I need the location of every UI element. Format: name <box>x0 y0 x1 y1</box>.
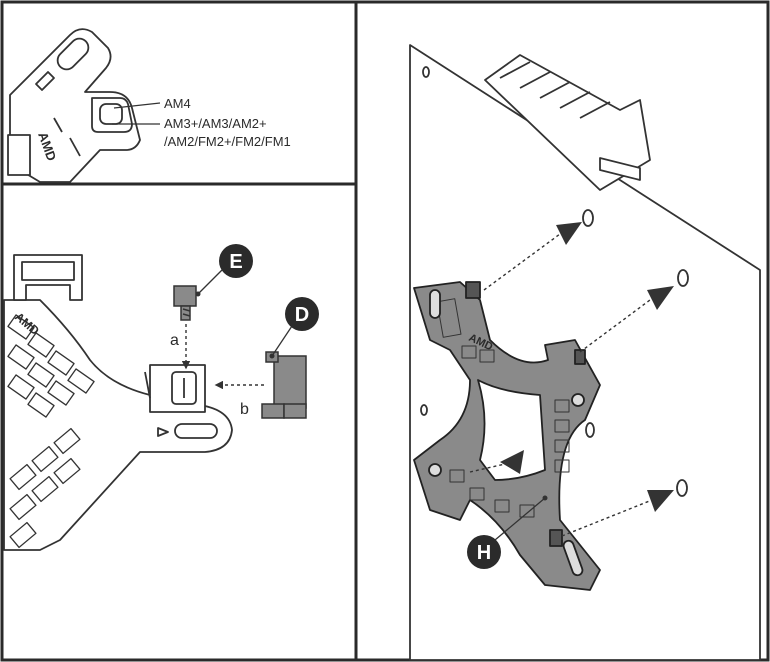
screw-e <box>173 285 197 321</box>
panel-attach-backplate: AMD H <box>409 44 761 661</box>
badge-h: H <box>467 535 501 569</box>
panel-install-standoff: AMD a b E D <box>3 244 319 551</box>
insertion-arrows <box>483 233 653 537</box>
leader-line-am4 <box>113 102 161 109</box>
badge-d: D <box>285 297 319 331</box>
backplate-bracket <box>413 281 601 591</box>
label-step-b: b <box>240 401 249 418</box>
label-am4: AM4 <box>164 96 191 111</box>
svg-text:H: H <box>477 542 491 564</box>
svg-text:D: D <box>295 304 309 326</box>
label-am3-line2: /AM2/FM2+/FM2/FM1 <box>164 134 291 149</box>
standoff-d <box>261 351 307 419</box>
bracket-lattice-illustration <box>3 254 233 551</box>
insertion-arrowheads <box>500 222 674 512</box>
label-step-a: a <box>170 332 179 349</box>
panel-socket-positions: AMD AM4 AM3+/AM3/AM2+ /AM2/FM2+/FM2/FM1 <box>7 28 291 183</box>
bracket-corner-illustration <box>7 28 141 183</box>
svg-text:E: E <box>229 251 242 273</box>
label-am3-line1: AM3+/AM3/AM2+ <box>164 116 267 131</box>
badge-e: E <box>219 244 253 278</box>
